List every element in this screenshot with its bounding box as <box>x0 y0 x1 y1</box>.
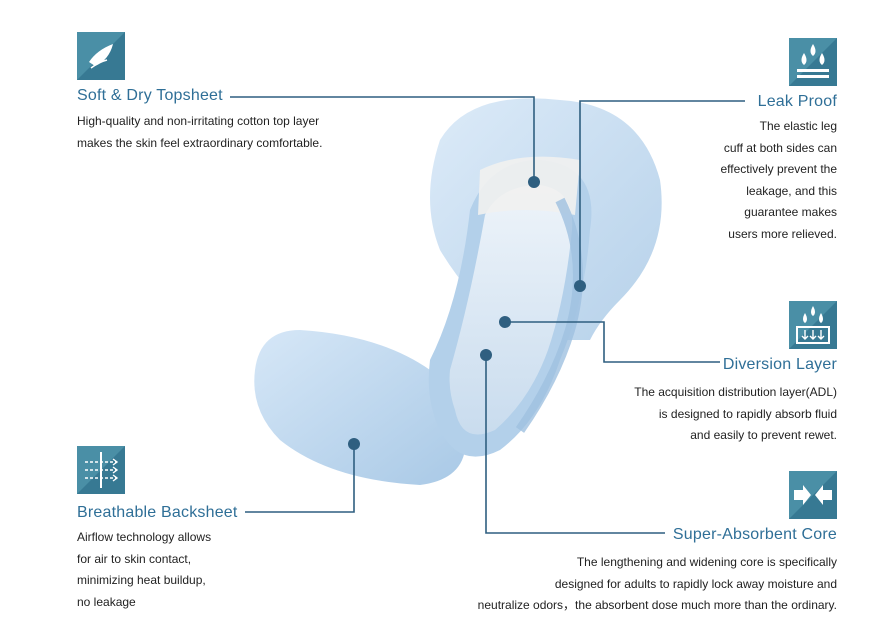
connector-topsheet <box>230 96 535 182</box>
core-line: neutralize odors，the absorbent dose much… <box>477 598 837 612</box>
product-cuff <box>515 197 583 433</box>
leaf-drop-icon <box>77 32 125 80</box>
leak-proof-line: guarantee makes <box>744 205 837 219</box>
dot-diversion <box>499 316 511 328</box>
leak-proof-line: leakage, and this <box>746 183 837 198</box>
dot-topsheet <box>528 176 540 188</box>
topsheet-line: High-quality and non-irritating cotton t… <box>77 114 320 128</box>
leak-proof-line: The elastic leg <box>759 119 837 133</box>
topsheet-line: makes the skin feel extraordinary comfor… <box>77 135 323 150</box>
dot-core <box>480 349 492 361</box>
airflow-icon <box>77 446 125 494</box>
connector-backsheet <box>245 444 355 513</box>
core-line: designed for adults to rapidly lock away… <box>554 576 837 591</box>
dot-backsheet <box>348 438 360 450</box>
diversion-description: The acquisition distribution layer(ADL) … <box>634 382 837 447</box>
backsheet-title: Breathable Backsheet <box>77 504 238 521</box>
backsheet-line: Airflow technology allows <box>77 530 212 544</box>
backsheet-line: for air to skin contact, <box>77 551 192 566</box>
topsheet-title: Soft & Dry Topsheet <box>77 87 223 104</box>
connector-core <box>485 355 665 534</box>
leak-proof-line: cuff at both sides can <box>723 140 837 155</box>
compress-arrows-icon <box>789 471 837 519</box>
diversion-line: and easily to prevent rewet. <box>690 428 837 442</box>
product-front-pad <box>254 330 466 485</box>
topsheet-description: High-quality and non-irritating cotton t… <box>77 111 322 154</box>
core-title: Super-Absorbent Core <box>672 526 837 543</box>
product-topsheet-patch <box>478 156 580 215</box>
diversion-line: The acquisition distribution layer(ADL) <box>634 385 837 399</box>
core-description: The lengthening and widening core is spe… <box>478 552 837 617</box>
leak-proof-line: users more relieved. <box>728 226 837 241</box>
leak-proof-description: The elastic leg cuff at both sides can e… <box>720 116 837 245</box>
diversion-drops-icon <box>789 301 837 349</box>
diversion-title: Diversion Layer <box>722 356 837 373</box>
diversion-line: is designed to rapidly absorb fluid <box>658 406 837 421</box>
connector-diversion <box>505 321 720 363</box>
leak-proof-title: Leak Proof <box>757 93 837 110</box>
water-drops-icon <box>789 38 837 86</box>
core-line: The lengthening and widening core is spe… <box>576 555 837 569</box>
connector-leak-proof <box>579 100 745 286</box>
backsheet-line: minimizing heat buildup, <box>77 573 206 587</box>
leak-proof-line: effectively prevent the <box>720 162 837 176</box>
backsheet-line: no leakage <box>77 594 136 609</box>
backsheet-description: Airflow technology allows for air to ski… <box>77 527 211 613</box>
product-core <box>449 185 573 435</box>
dot-leak-proof <box>574 280 586 292</box>
